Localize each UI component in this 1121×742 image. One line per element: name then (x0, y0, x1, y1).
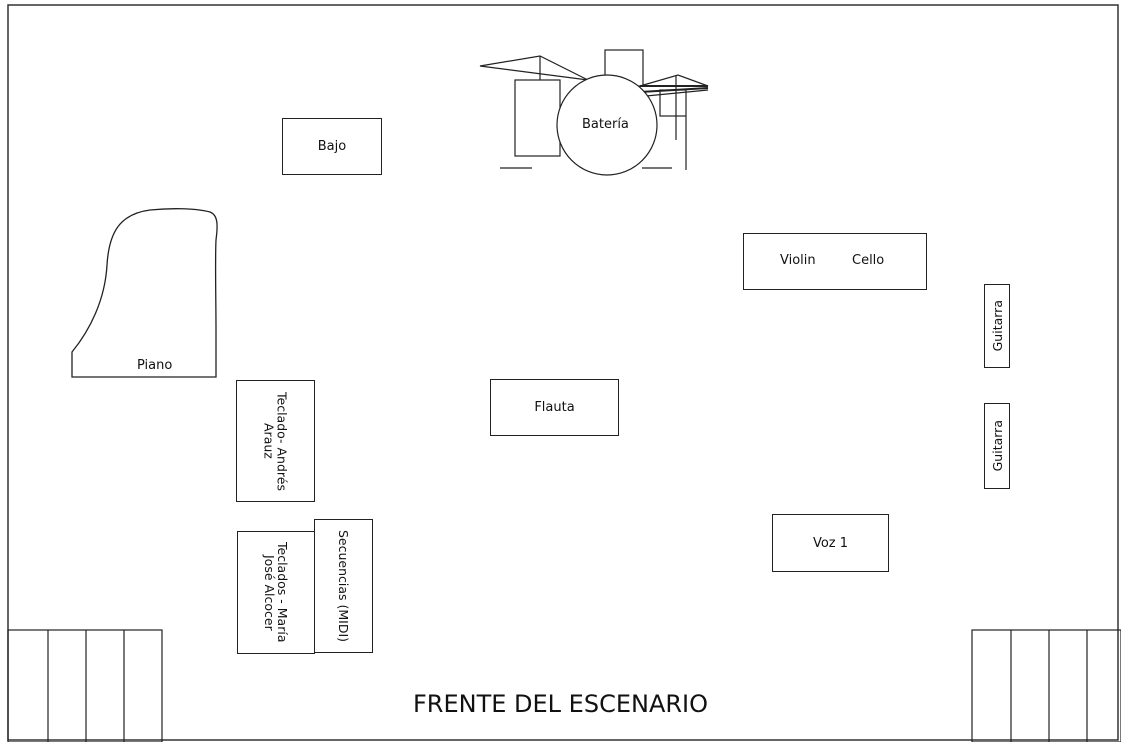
piano-icon (71, 208, 218, 378)
stage-front-label: FRENTE DEL ESCENARIO (412, 690, 709, 718)
voz-1-label: Voz 1 (812, 535, 849, 551)
left-speaker-icon (7, 629, 163, 742)
piano-label: Piano (137, 358, 173, 373)
voz-1-box: Voz 1 (772, 514, 889, 572)
bajo-box: Bajo (282, 118, 382, 175)
violin-label: Violin (780, 253, 816, 268)
guitarra-box-2: Guitarra (984, 403, 1010, 489)
teclados-maria-label: Teclados - María José Alcocer (262, 542, 290, 643)
guitarra-label-1: Guitarra (989, 300, 1005, 352)
violin-cello-box: Violin Cello (743, 233, 927, 290)
right-speaker-icon (971, 629, 1121, 742)
teclados-maria-box: Teclados - María José Alcocer (237, 531, 315, 654)
flauta-label: Flauta (534, 400, 575, 415)
teclado-andres-label: Teclado- Andrés Arauz (261, 391, 290, 491)
teclado-andres-box: Teclado- Andrés Arauz (236, 380, 315, 502)
stage-outline (7, 4, 1119, 741)
secuencias-box: Secuencias (MIDI) (314, 519, 373, 653)
guitarra-box-1: Guitarra (984, 284, 1010, 368)
bateria-label: Batería (582, 117, 629, 132)
cello-label: Cello (852, 253, 885, 268)
flauta-box: Flauta (490, 379, 619, 436)
bajo-label: Bajo (317, 139, 347, 154)
guitarra-label-2: Guitarra (989, 420, 1005, 472)
secuencias-label: Secuencias (MIDI) (336, 529, 351, 643)
drum-kit-icon (479, 49, 709, 176)
